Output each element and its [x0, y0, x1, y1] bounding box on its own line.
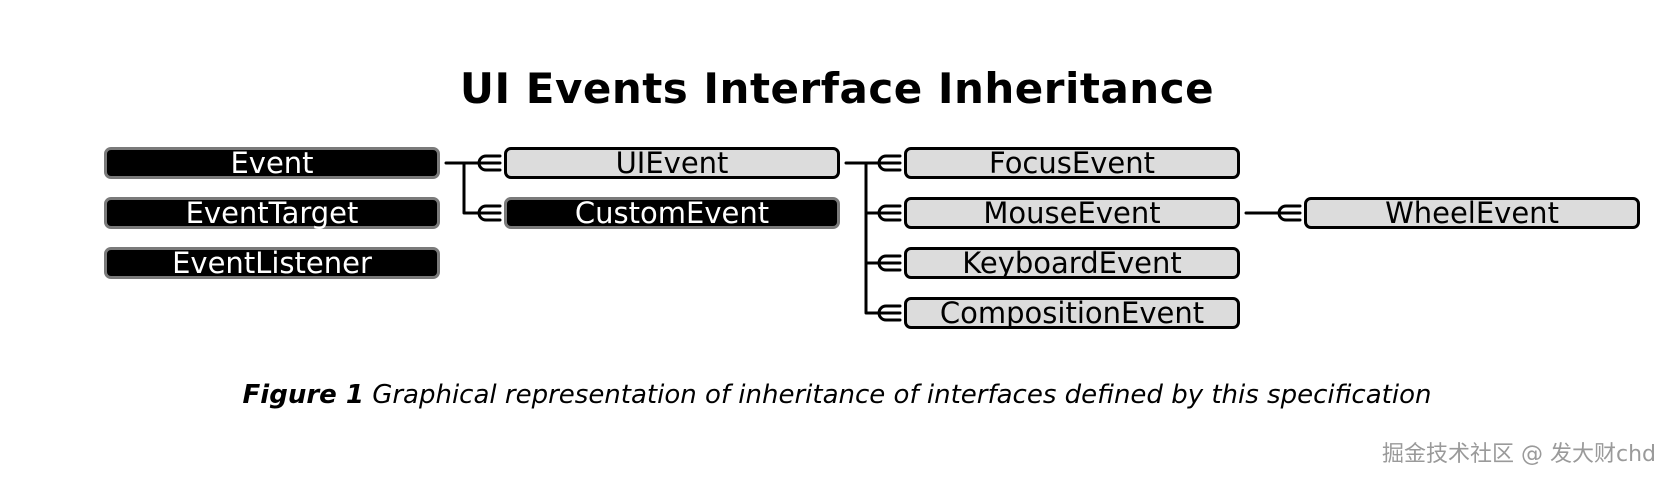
- diagram-title: UI Events Interface Inheritance: [459, 64, 1215, 113]
- connector-uievent-vertical: [864, 161, 888, 315]
- arrow-mouseevent: [877, 204, 902, 222]
- arrow-focusevent: [877, 154, 902, 172]
- node-eventlistener: EventListener: [104, 246, 440, 280]
- figure-caption: Figure 1 Graphical representation of inh…: [0, 380, 1674, 410]
- node-customevent: CustomEvent: [504, 196, 840, 230]
- figure-caption-label: Figure 1: [242, 380, 364, 410]
- node-mouseevent: MouseEvent: [904, 196, 1240, 230]
- node-focusevent: FocusEvent: [904, 146, 1240, 180]
- node-keyboardevent: KeyboardEvent: [904, 246, 1240, 280]
- arrow-wheelevent: [1277, 204, 1302, 222]
- arrow-compositionevent: [877, 304, 902, 322]
- node-wheelevent: WheelEvent: [1304, 196, 1640, 230]
- arrow-customevent: [477, 204, 502, 222]
- arrow-uievent: [477, 154, 502, 172]
- node-eventtarget: EventTarget: [104, 196, 440, 230]
- node-event: Event: [104, 146, 440, 180]
- node-compositionevent: CompositionEvent: [904, 296, 1240, 330]
- watermark: 掘金技术社区 @ 发大财chd: [1382, 442, 1656, 467]
- node-uievent: UIEvent: [504, 146, 840, 180]
- arrow-keyboardevent: [877, 254, 902, 272]
- figure-caption-text: Graphical representation of inheritance …: [372, 380, 1432, 410]
